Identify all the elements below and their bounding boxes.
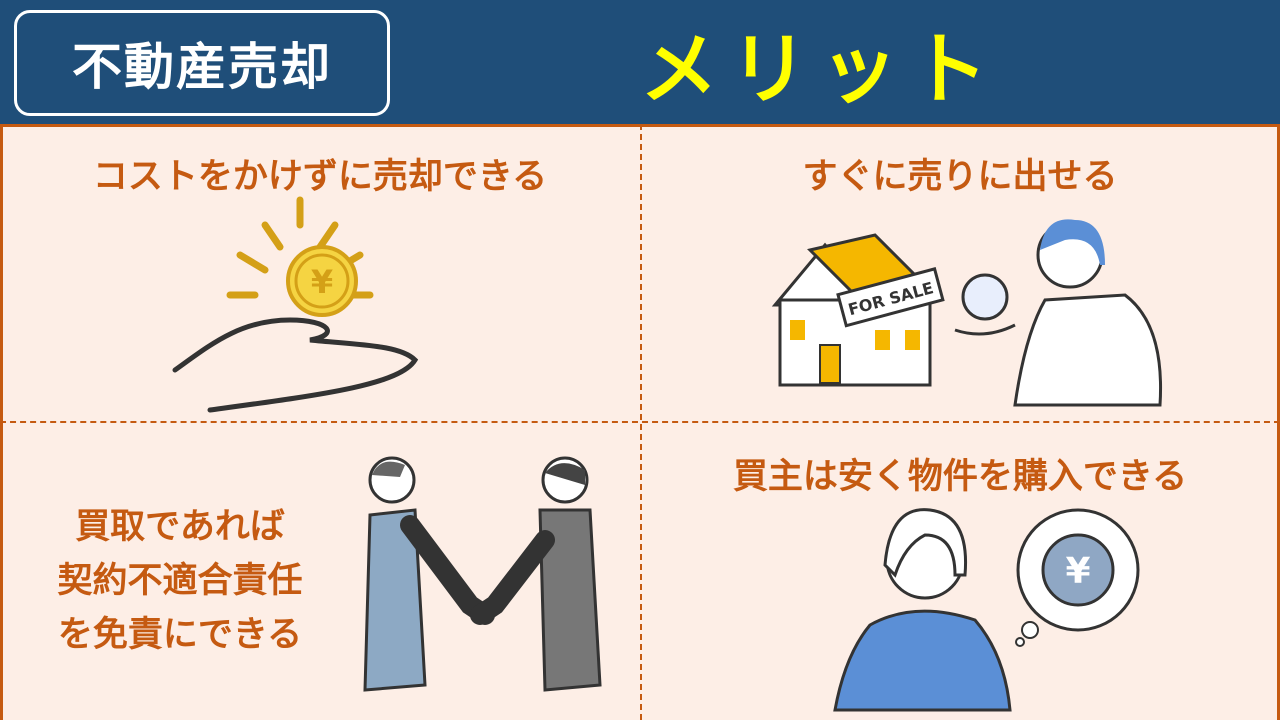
merit-caption-4: 買主は安く物件を購入できる [732,457,1188,497]
house-for-sale-with-clock-icon: FOR SALE [771,219,1163,407]
svg-text:¥: ¥ [1065,551,1090,592]
caption-line: を免責にできる [57,615,303,655]
header: 不動産売却 メリット [0,0,1280,124]
coin-in-hand-icon: ¥ [172,196,419,413]
caption-line: 買取であれば [75,507,285,547]
woman-thinking-yen-icon: ¥ [833,508,1140,712]
merit-caption-2: すぐに売りに出せる [802,157,1118,197]
category-tag: 不動産売却 [14,10,390,116]
merit-caption-3: 買取であれば 契約不適合責任 を免責にできる [20,500,340,662]
handshake-icon [363,456,602,692]
caption-line: 契約不適合責任 [57,561,303,601]
merit-caption-1: コストをかけずに売却できる [92,157,548,197]
page-title: メリット [640,25,1001,115]
divider-horizontal [0,421,1280,423]
svg-text:¥: ¥ [311,263,333,301]
